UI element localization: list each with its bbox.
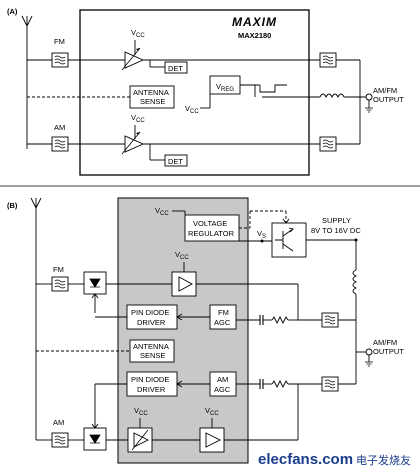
am-filter-icon [51,136,69,152]
fm-out-filter-icon [319,52,337,68]
watermark-site: elecfans.com [258,451,353,468]
fm-filter-icon [51,52,69,68]
output-a-2: OUTPUT [373,95,404,104]
pin-fm-2: DRIVER [137,318,166,327]
am-filter-b-icon [51,432,69,448]
pin-fm-1: PIN DIODE [131,308,169,317]
antenna-sense-box-b [129,339,175,363]
max2180-chip [79,9,310,176]
am-amplifier-icon [124,135,145,153]
panel-a-tag: (A) [7,7,18,16]
fm-cap-icon [259,314,264,326]
am-out-filter-b-icon [321,376,339,392]
am-out-filter-icon [319,136,337,152]
pin-am-2: DRIVER [137,385,166,394]
supply-1: SUPPLY [322,216,351,225]
det-box-top [164,61,188,74]
antenna-sense-a-1: ANTENNA [133,88,169,97]
vcc-fm-amp: VCC [175,250,189,261]
output-a-1: AM/FM [373,86,397,95]
antenna-sense-b-2: SENSE [140,351,165,360]
inductor-a-icon [319,93,345,98]
part-number: MAX2180 [238,31,271,40]
det-top-label: DET [168,64,183,73]
fm-amplifier-icon [124,51,145,69]
supply-2: 8V TO 16V DC [311,226,361,235]
vcc-am-att: VCC [134,406,148,417]
am-attenuator-icon [133,432,150,448]
panel-a: (A) MAXIM MAX2180 FM AM VCC DET VCC [7,7,404,176]
output-node-b [365,348,373,356]
vcc-top: VCC [131,28,145,39]
output-b-2: OUTPUT [373,347,404,356]
am-label: AM [54,123,65,132]
voltage-reg-2: REGULATOR [188,229,235,238]
pin-am-1: PIN DIODE [131,375,169,384]
am-resistor-icon [271,380,289,388]
vs-label: VS [257,229,266,240]
watermark-cn: 电子发烧友 [356,453,411,467]
fm-agc-1: FM [218,308,229,317]
pin-diode-driver-am [126,371,178,397]
antenna-sense-b-1: ANTENNA [133,342,169,351]
maxim-logo: MAXIM [232,15,277,29]
transistor-icon [275,228,294,252]
fm-filter-b-icon [51,276,69,292]
antenna-b-icon [30,197,42,215]
am-agc-1: AM [217,375,228,384]
fm-out-filter-b-icon [321,312,339,328]
panel-b: (B) FM VCC PIN DIODE DRIVER FM AGC [7,197,404,464]
fm-agc-box [209,304,237,330]
pin-diode-driver-fm [126,304,178,330]
fm-label: FM [54,37,65,46]
fm-agc-2: AGC [214,318,231,327]
fm-label-b: FM [53,265,64,274]
antenna-sense-a-2: SENSE [140,97,165,106]
antenna-icon [21,15,33,33]
vreg-label: VREG [216,82,234,93]
det-bottom-label: DET [168,157,183,166]
am-cap-icon [259,378,264,390]
watermark: elecfans.com 电子发烧友 [258,451,411,468]
am-label-b: AM [53,418,64,427]
det-box-bottom [164,154,188,167]
panel-b-tag: (B) [7,201,18,210]
pass-transistor-box [271,222,307,258]
vcc-mid: VCC [185,104,199,115]
vcc-am-amp: VCC [205,406,219,417]
voltage-reg-1: VOLTAGE [193,219,227,228]
am-amp-icon [205,432,222,448]
fm-amp-icon [178,276,193,292]
vcc-left: VCC [155,206,169,217]
output-node-a [365,93,373,101]
fm-resistor-icon [271,316,289,324]
voltage-regulator-box [184,214,240,242]
vcc-bottom: VCC [131,113,145,124]
output-b-1: AM/FM [373,338,397,347]
am-agc-2: AGC [214,385,231,394]
inductor-b-icon [352,269,358,295]
